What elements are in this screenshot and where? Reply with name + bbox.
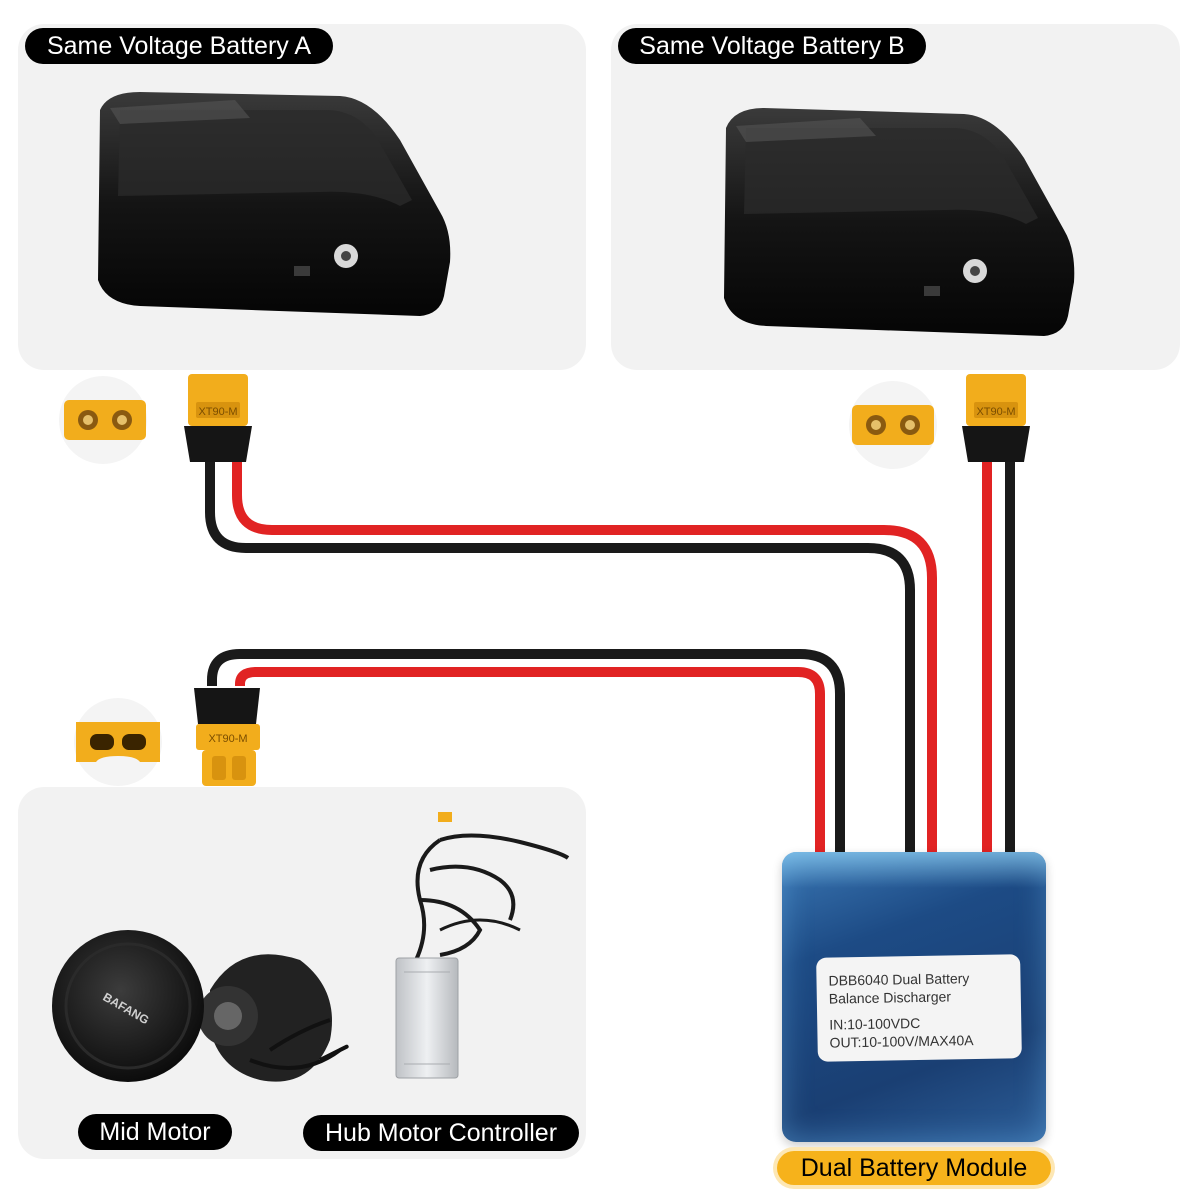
xt90-connector-a: XT90-M <box>184 374 252 462</box>
connector-a-marking: XT90-M <box>198 406 237 418</box>
xt90-connector-b: XT90-M <box>962 374 1030 462</box>
mid-motor-label: Mid Motor <box>78 1114 232 1150</box>
battery-b-wires <box>982 455 1015 854</box>
connector-output-marking: XT90-M <box>208 733 247 745</box>
hub-controller-label: Hub Motor Controller <box>303 1115 579 1151</box>
module-glow <box>782 852 1046 888</box>
output-wires <box>207 649 845 854</box>
module-spec-label: DBB6040 Dual Battery Balance Discharger … <box>816 954 1022 1062</box>
mid-motor-image: BAFANG <box>52 930 349 1082</box>
xt90-connector-output: XT90-M <box>194 688 260 786</box>
hub-controller-image <box>395 812 570 1079</box>
battery-a-image <box>98 92 451 316</box>
battery-a-wires <box>205 455 937 854</box>
module-caption: Dual Battery Module <box>777 1151 1051 1185</box>
connector-face-icon-b <box>849 381 937 469</box>
connector-b-marking: XT90-M <box>976 406 1015 418</box>
connector-face-icon-output <box>74 698 162 786</box>
connector-face-icon-a <box>59 376 147 464</box>
battery-b-image <box>724 108 1075 336</box>
module-spec-line-4: OUT:10-100V/MAX40A <box>829 1032 974 1051</box>
battery-b-label: Same Voltage Battery B <box>618 28 926 64</box>
battery-a-label: Same Voltage Battery A <box>25 28 333 64</box>
